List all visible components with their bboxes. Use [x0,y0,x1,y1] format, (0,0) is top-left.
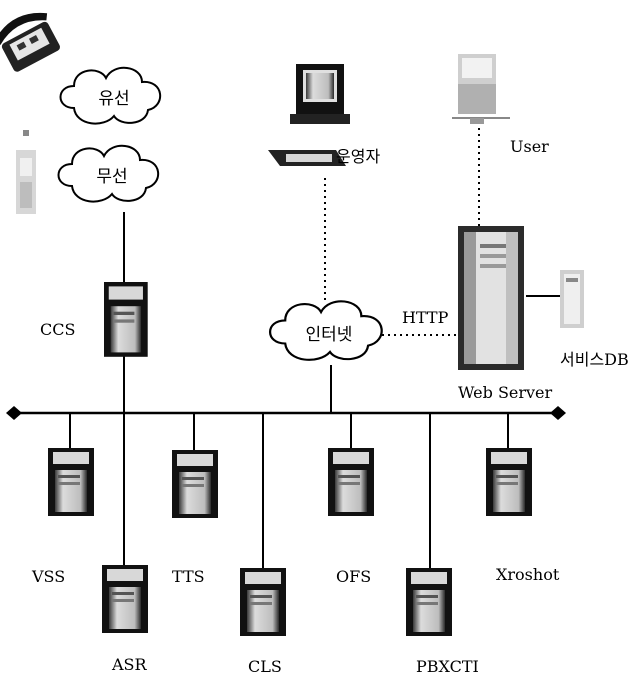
telephone-icon [0,12,60,72]
wireless-cloud: 무선 [57,144,160,203]
user-label: User [510,137,549,156]
bus-end-right [550,406,566,420]
ofs-server-icon [328,448,374,516]
vss-server-icon [48,448,94,516]
web-server-icon [458,226,524,370]
user-computer-icon [452,54,510,124]
wired-cloud: 유선 [59,66,162,125]
cls-server-icon [240,568,286,636]
ofs-label: OFS [336,567,371,586]
bus-end-left [6,406,22,420]
xroshot-server-icon [486,448,532,516]
ccs-label: CCS [40,320,75,339]
operator-label: 운영자 [336,147,380,166]
http-label: HTTP [402,308,449,327]
xroshot-label: Xroshot [496,565,560,584]
vss-label: VSS [31,567,65,586]
cls-label: CLS [248,657,282,676]
internet-cloud-label: 인터넷 [306,325,353,345]
service-db-label: 서비스DB [560,350,629,369]
mobile-phone-icon [16,130,36,214]
web-server-label: Web Server [458,383,553,402]
pbxcti-server-icon [406,568,452,636]
operator-computer-icon [268,64,350,166]
tts-label: TTS [172,567,205,586]
asr-label: ASR [111,655,148,674]
asr-server-icon [102,565,148,633]
connections [6,122,566,568]
pbxcti-label: PBXCTI [416,657,479,676]
ccs-server-icon [104,282,148,357]
wireless-cloud-label: 무선 [96,167,127,187]
wired-cloud-label: 유선 [98,89,129,109]
tts-server-icon [172,450,218,518]
service-db-icon [560,270,584,328]
